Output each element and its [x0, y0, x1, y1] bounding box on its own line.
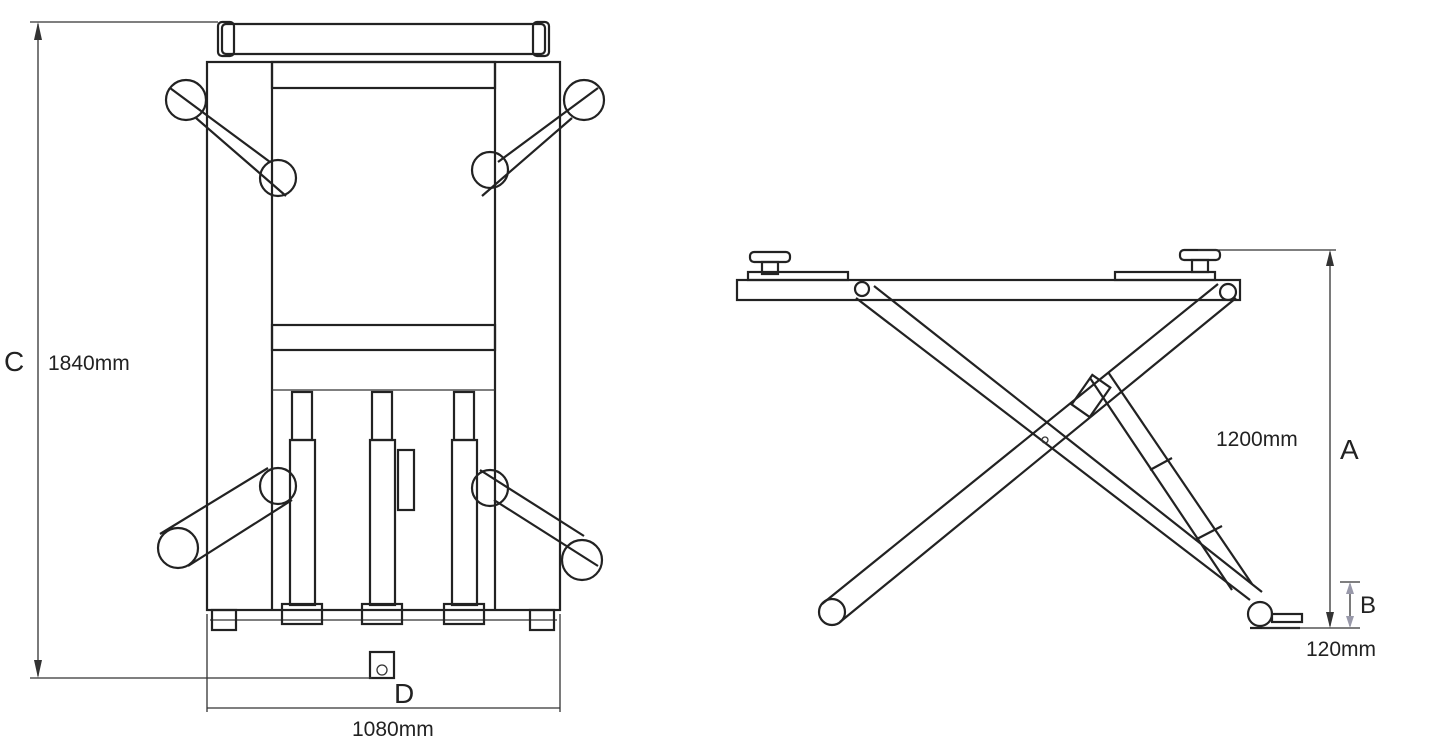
front-dimensions [30, 21, 561, 712]
support-arm [156, 466, 298, 570]
overall-height-value: 1840mm [48, 352, 130, 375]
overall-width-value: 1080mm [352, 718, 434, 741]
support-arm [470, 78, 606, 197]
front-view-drawing [156, 20, 606, 680]
lift-height-letter-a: A [1340, 434, 1359, 465]
side-view-drawing [735, 248, 1304, 630]
support-arm [470, 468, 604, 582]
width-letter-d: D [394, 678, 415, 709]
side-dimensions [1198, 249, 1360, 629]
hydraulic-cylinders [280, 390, 486, 626]
support-arm [164, 78, 298, 198]
min-height-value: 120mm [1306, 638, 1377, 661]
height-letter-c: C [4, 346, 25, 377]
min-height-letter-b: B [1360, 592, 1377, 619]
lift-height-value: 1200mm [1216, 428, 1298, 451]
